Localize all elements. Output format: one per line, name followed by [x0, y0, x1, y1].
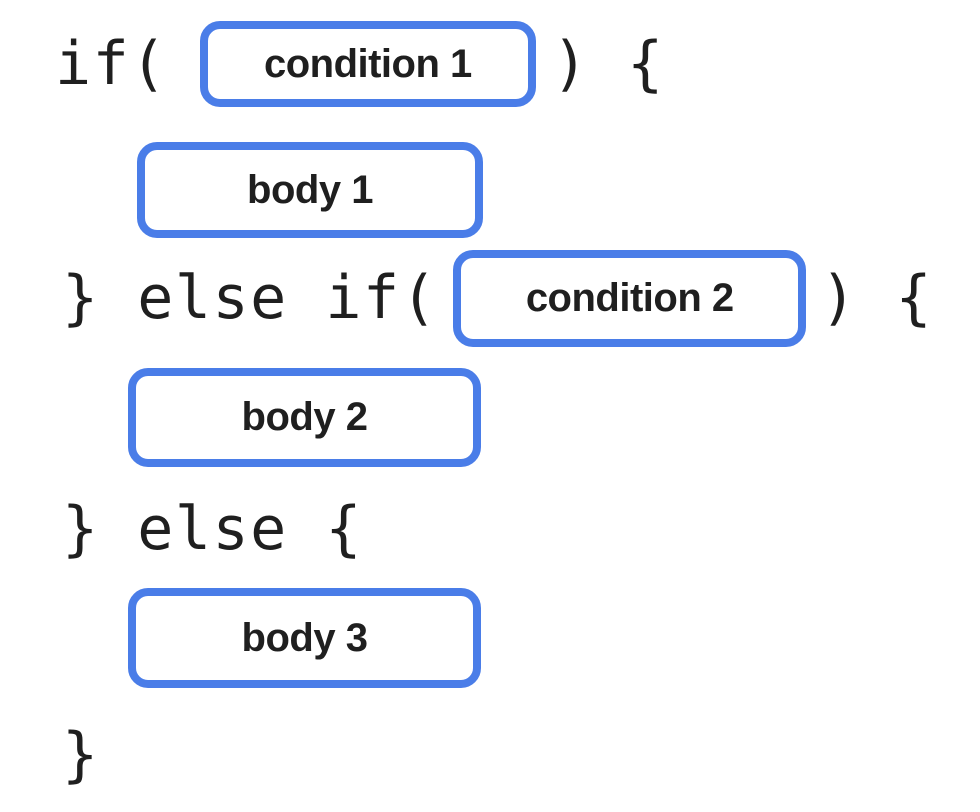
body3-label: body 3: [241, 615, 368, 660]
body2-box: body 2: [128, 368, 481, 467]
condition1-label: condition 1: [263, 41, 472, 86]
code-token-close-paren-brace-1: ) {: [551, 28, 665, 99]
code-token-close-paren-brace-2: ) {: [820, 263, 934, 333]
condition2-label: condition 2: [525, 276, 734, 320]
body1-box: body 1: [137, 142, 483, 238]
code-line-final-brace: }: [62, 718, 100, 793]
code-token-else-if-open: } else if(: [62, 263, 439, 333]
code-token-else-open: } else {: [62, 493, 363, 564]
code-token-final-brace: }: [62, 720, 100, 790]
code-line-if: if( condition 1 ) {: [55, 20, 665, 108]
body2-row: body 2: [128, 368, 481, 467]
body1-label: body 1: [247, 167, 373, 212]
condition2-box: condition 2: [453, 250, 807, 347]
body1-row: body 1: [137, 142, 483, 238]
code-token-if-open: if(: [55, 28, 168, 99]
condition1-box: condition 1: [199, 21, 536, 107]
code-line-else-if: } else if( condition 2 ) {: [62, 250, 933, 347]
body3-row: body 3: [128, 588, 481, 688]
body3-box: body 3: [128, 588, 481, 688]
code-line-else: } else {: [62, 494, 363, 564]
body2-label: body 2: [241, 395, 368, 439]
